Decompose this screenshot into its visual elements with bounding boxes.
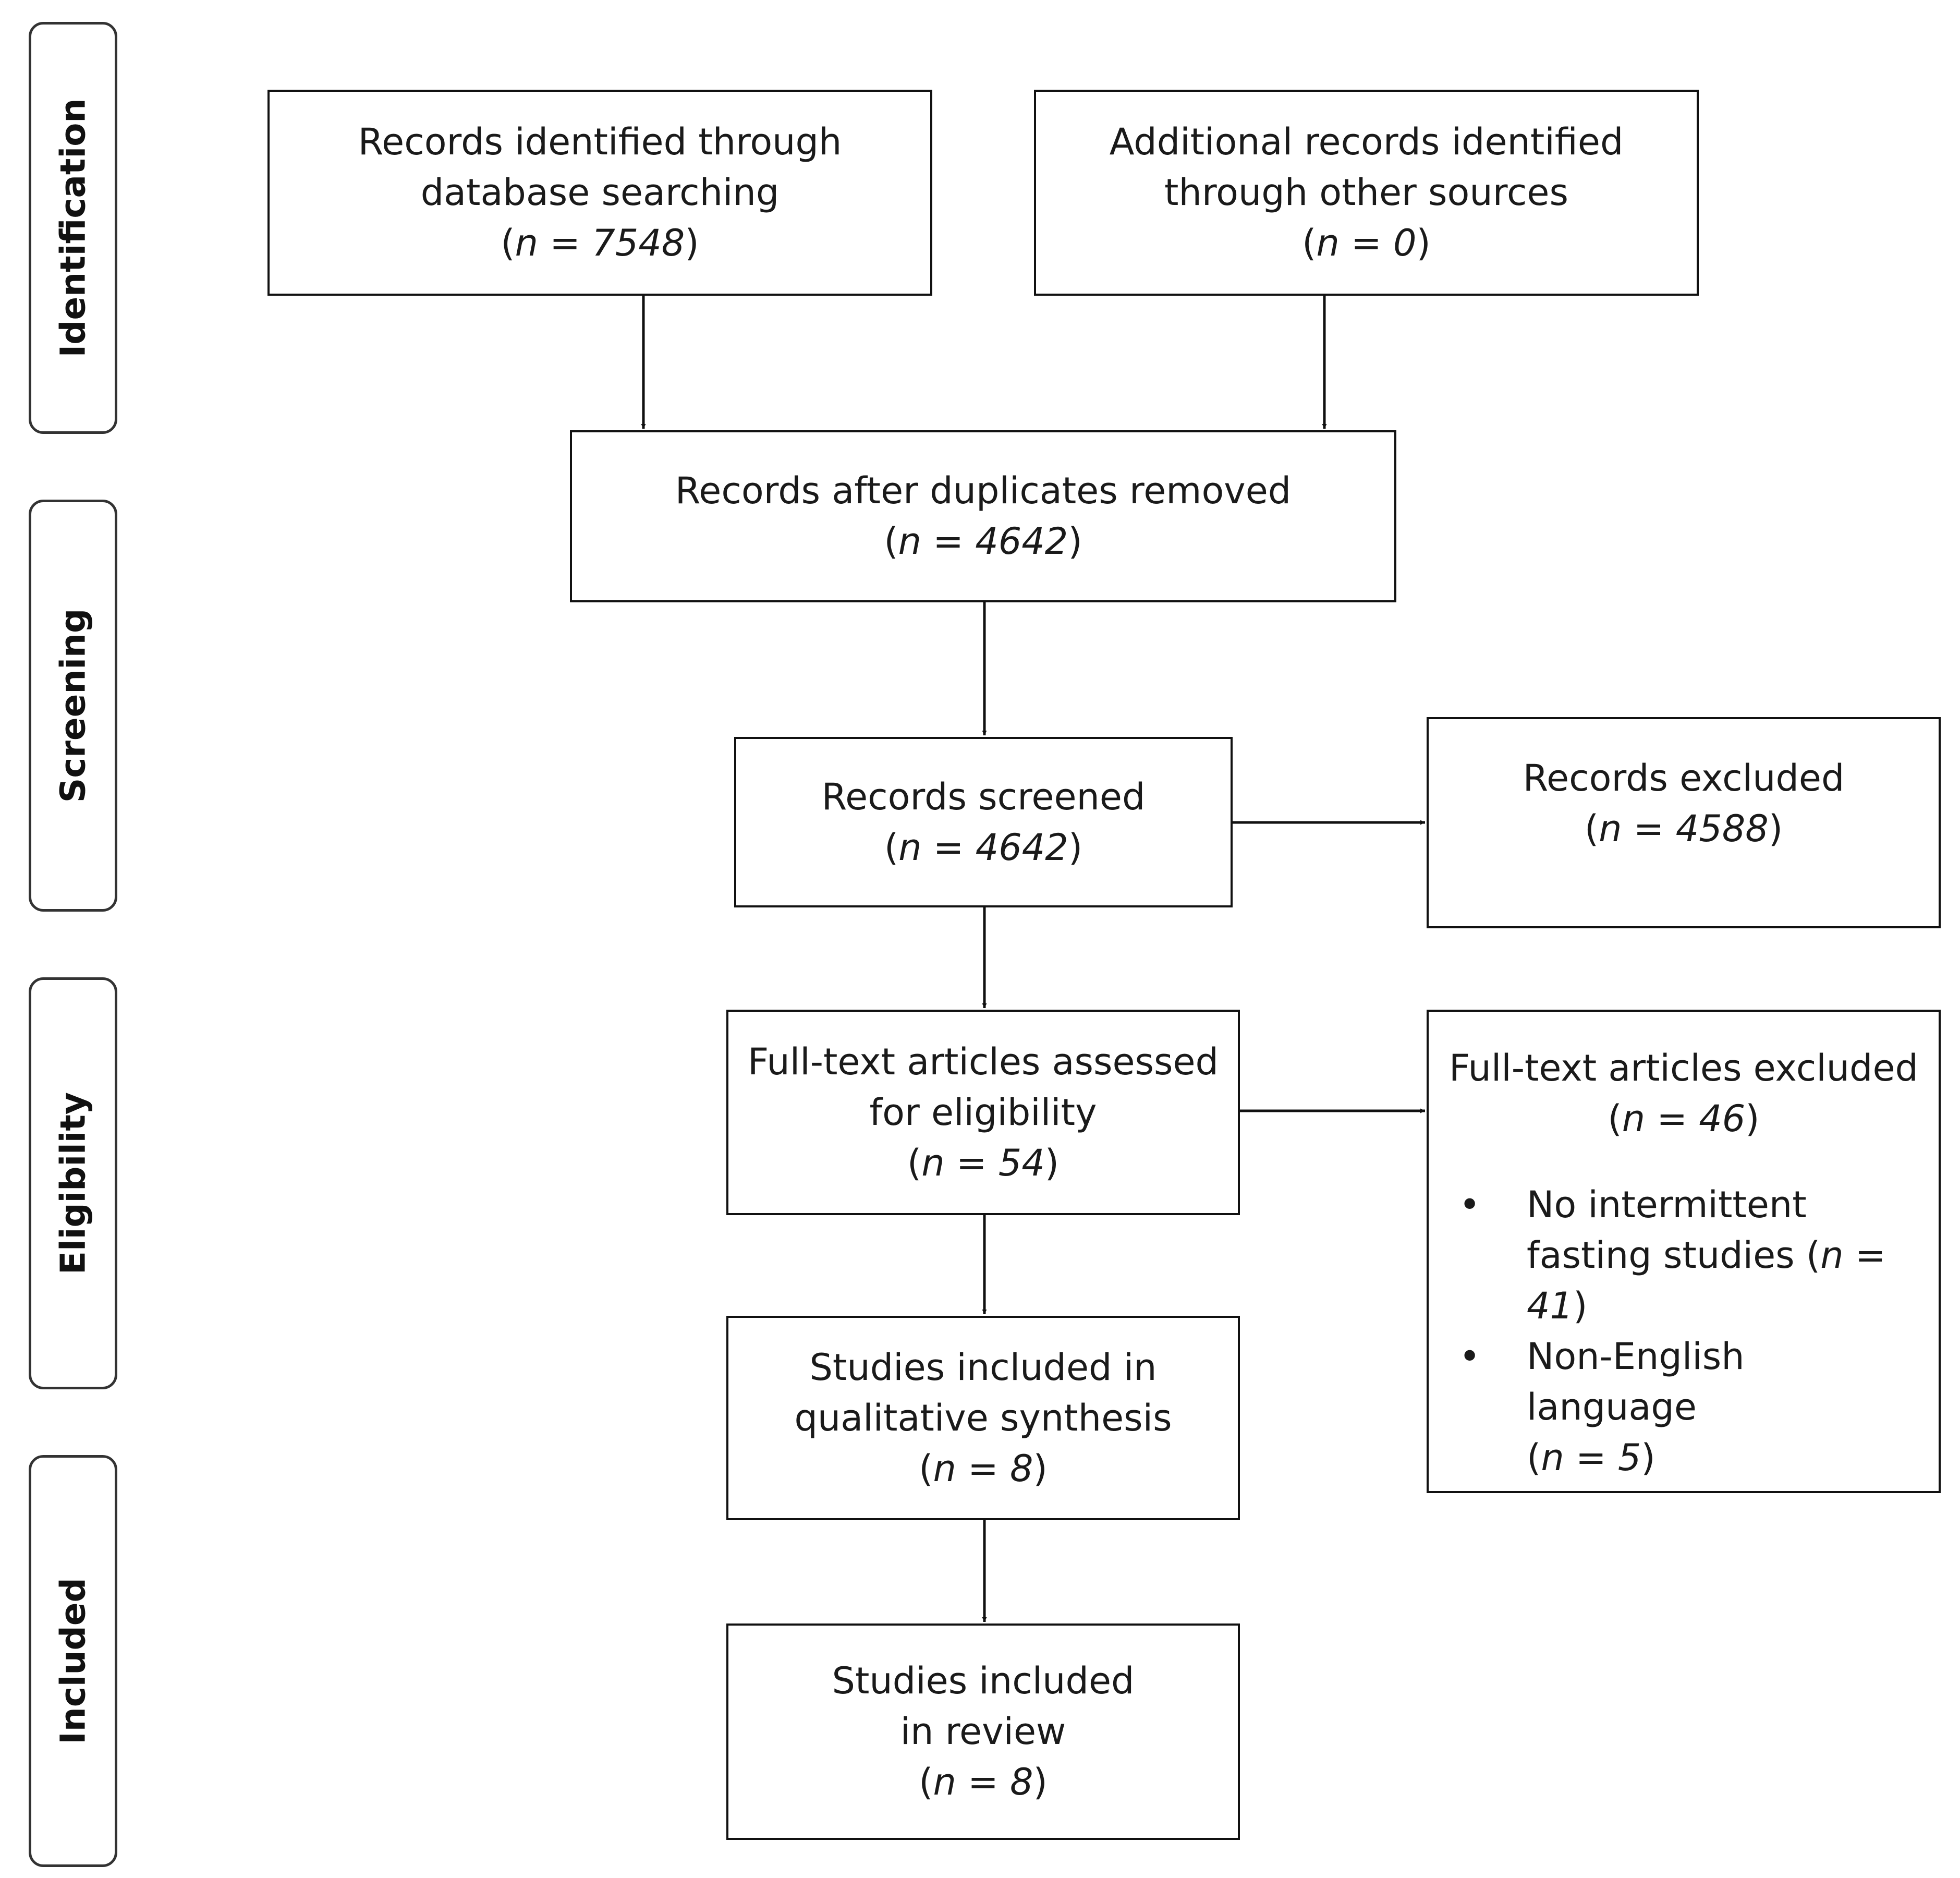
box-count: (n = 4642) bbox=[884, 520, 1082, 563]
box-text-line: Additional records identified bbox=[1109, 120, 1624, 163]
bullet-icon: • bbox=[1459, 1335, 1481, 1378]
box-included-in-review: Studies included in review (n = 8) bbox=[726, 1623, 1240, 1840]
box-records-excluded: Records excluded (n = 4588) bbox=[1427, 717, 1941, 928]
box-text-line: for eligibility bbox=[869, 1091, 1097, 1134]
box-count: (n = 54) bbox=[907, 1141, 1060, 1184]
box-count: (n = 8) bbox=[919, 1447, 1048, 1490]
box-text-line: database searching bbox=[420, 171, 780, 214]
reason-text-line: Non-English language bbox=[1527, 1335, 1745, 1428]
box-other-sources: Additional records identified through ot… bbox=[1034, 90, 1699, 296]
box-qualitative-synthesis: Studies included in qualitative synthesi… bbox=[726, 1316, 1240, 1520]
exclusion-reasons-list: • No intermittent fasting studies (n = 4… bbox=[1429, 1180, 1939, 1483]
box-text-line: Studies included in bbox=[809, 1346, 1157, 1389]
box-text-line: in review bbox=[900, 1710, 1066, 1753]
reason-text-line: fasting studies (n = 41) bbox=[1527, 1234, 1886, 1327]
bullet-icon: • bbox=[1459, 1183, 1481, 1226]
phase-eligibility: Eligibility bbox=[29, 977, 117, 1389]
box-count: (n = 7548) bbox=[501, 222, 699, 264]
phase-identification: Identification bbox=[29, 22, 117, 434]
box-records-screened: Records screened (n = 4642) bbox=[734, 737, 1233, 907]
box-text-line: Records screened bbox=[821, 775, 1146, 818]
box-text-line: Records identified through bbox=[358, 120, 842, 163]
box-text-line: through other sources bbox=[1164, 171, 1568, 214]
phase-screening: Screening bbox=[29, 500, 117, 912]
box-count: (n = 4588) bbox=[1584, 807, 1783, 850]
box-count: (n = 4642) bbox=[884, 826, 1083, 869]
list-item: • Non-English language (n = 5) bbox=[1429, 1331, 1939, 1483]
box-fulltext-assessed: Full-text articles assessed for eligibil… bbox=[726, 1010, 1240, 1215]
reason-text-line: (n = 5) bbox=[1527, 1436, 1655, 1479]
box-count: (n = 46) bbox=[1608, 1097, 1760, 1140]
box-text-line: Records after duplicates removed bbox=[675, 469, 1292, 512]
box-duplicates-removed: Records after duplicates removed (n = 46… bbox=[570, 430, 1396, 602]
box-text-line: qualitative synthesis bbox=[794, 1396, 1172, 1439]
box-database-searching: Records identified through database sear… bbox=[267, 90, 932, 296]
box-text-line: Full-text articles excluded bbox=[1449, 1047, 1918, 1089]
phase-included: Included bbox=[29, 1455, 117, 1867]
box-text-line: Records excluded bbox=[1523, 757, 1845, 799]
box-fulltext-excluded: Full-text articles excluded (n = 46) • N… bbox=[1427, 1010, 1941, 1493]
box-count: (n = 0) bbox=[1302, 222, 1431, 264]
box-text-line: Full-text articles assessed bbox=[748, 1040, 1219, 1083]
list-item: • No intermittent fasting studies (n = 4… bbox=[1429, 1180, 1939, 1331]
reason-text-line: No intermittent bbox=[1527, 1183, 1807, 1226]
box-count: (n = 8) bbox=[919, 1761, 1048, 1803]
box-text-line: Studies included bbox=[832, 1659, 1135, 1702]
